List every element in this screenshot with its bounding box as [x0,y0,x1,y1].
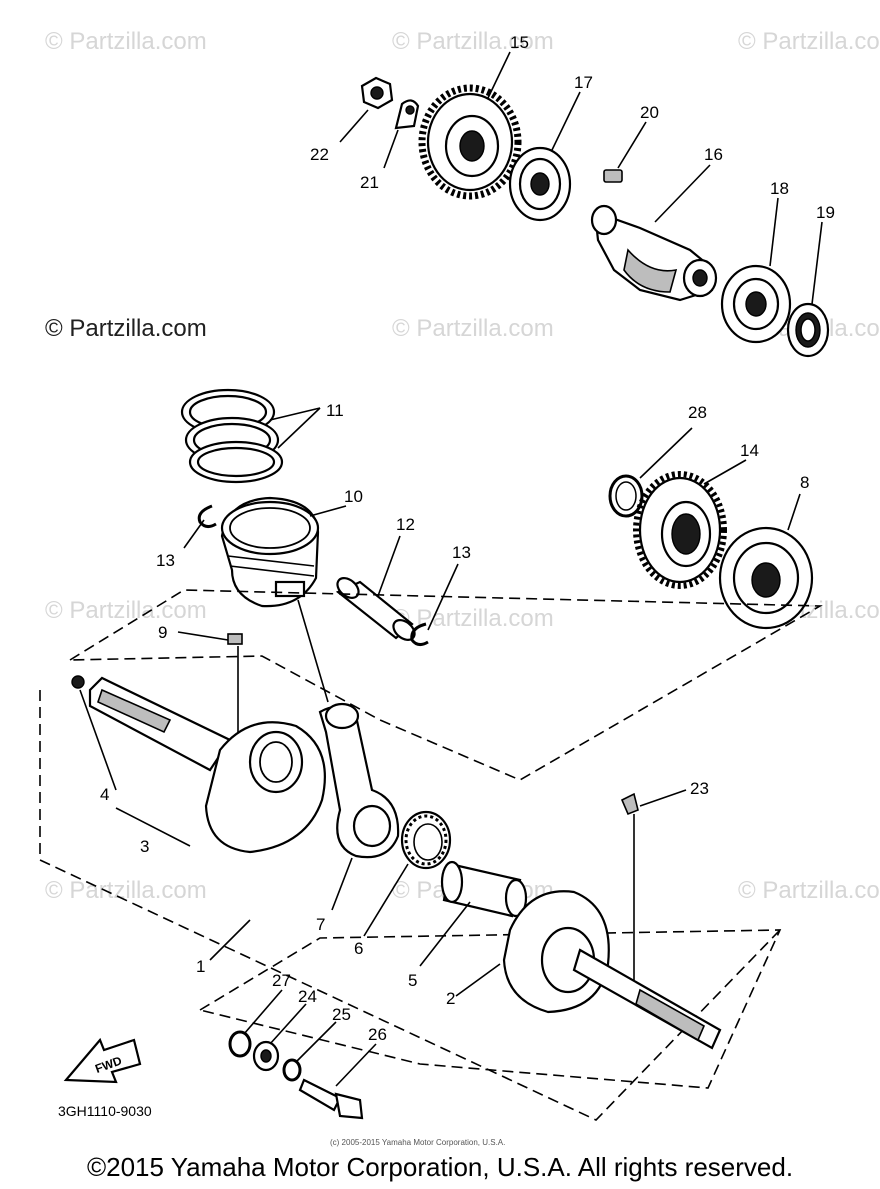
callout-22[interactable]: 22 [310,145,329,164]
part-20-key[interactable] [603,169,623,183]
callout-6[interactable]: 6 [354,939,363,958]
callout-26[interactable]: 26 [368,1025,387,1044]
part-22-nut[interactable] [360,76,394,110]
part-26-bolt[interactable] [298,1078,364,1120]
callout-19[interactable]: 19 [816,203,835,222]
part-3-crank-left[interactable] [88,676,326,854]
callout-25[interactable]: 25 [332,1005,351,1024]
callout-27[interactable]: 27 [272,971,291,990]
watermark: © Partzilla.com [392,28,554,55]
callout-11[interactable]: 11 [326,401,344,420]
part-13-clip[interactable] [410,622,429,647]
callout-9[interactable]: 9 [158,623,167,642]
part-27-o-ring[interactable] [228,1030,252,1058]
callout-10[interactable]: 10 [344,487,363,506]
callout-15[interactable]: 15 [510,33,529,52]
part-14-balancer-drive-gear[interactable] [633,471,727,589]
part-9-key[interactable] [227,633,243,645]
part-10-piston[interactable] [220,496,320,608]
callout-5[interactable]: 5 [408,971,417,990]
part-12-piston-pin[interactable] [334,574,419,644]
callout-3[interactable]: 3 [140,837,149,856]
callout-1[interactable]: 1 [196,957,205,976]
callout-20[interactable]: 20 [640,103,659,122]
callout-14[interactable]: 14 [740,441,759,460]
watermark: © Partzilla.com [45,597,207,624]
watermark: © Partzilla.com [738,877,880,904]
watermark: © Partzilla.com [45,315,207,342]
callout-13[interactable]: 13 [452,543,471,562]
part-4-plug[interactable] [71,675,85,689]
part-5-crank-pin[interactable] [440,860,528,918]
callout-24[interactable]: 24 [298,987,317,1006]
part-2-crank-right[interactable] [502,890,722,1050]
callout-2[interactable]: 2 [446,989,455,1008]
callout-28[interactable]: 28 [688,403,707,422]
part-25-washer[interactable] [282,1058,302,1082]
callout-4[interactable]: 4 [100,785,109,804]
part-16-balancer-shaft[interactable] [590,204,718,302]
callout-13[interactable]: 13 [156,551,175,570]
part-7-connecting-rod[interactable] [318,702,400,859]
part-18-bearing[interactable] [720,264,792,344]
part-19-oil-seal[interactable] [786,302,830,358]
part-13-clip[interactable] [197,504,217,529]
part-21-lock-washer[interactable] [394,99,420,130]
small-credit: (c) 2005-2015 Yamaha Motor Corporation, … [330,1138,506,1147]
copyright-notice: ©2015 Yamaha Motor Corporation, U.S.A. A… [86,1152,794,1182]
callout-21[interactable]: 21 [360,173,379,192]
callout-12[interactable]: 12 [396,515,415,534]
watermark: © Partzilla.com [45,28,207,55]
part-15-balancer-drive-gear[interactable] [418,84,522,200]
callout-8[interactable]: 8 [800,473,809,492]
part-28-circlip[interactable] [608,474,644,518]
part-6-bearing[interactable] [400,810,452,870]
part-17-bearing[interactable] [508,146,572,222]
watermark: © Partzilla.com [738,28,880,55]
part-23-key[interactable] [620,792,639,816]
part-11-piston-rings[interactable] [180,388,284,484]
part-8-bearing[interactable] [718,526,814,630]
part-24-washer[interactable] [252,1040,280,1072]
callout-18[interactable]: 18 [770,179,789,198]
fwd-arrow-icon: FWD [63,1037,142,1084]
watermark: © Partzilla.com [392,315,554,342]
callout-16[interactable]: 16 [704,145,723,164]
callout-23[interactable]: 23 [690,779,709,798]
diagram-code: 3GH1110-9030 [58,1103,152,1119]
callout-7[interactable]: 7 [316,915,325,934]
callout-17[interactable]: 17 [574,73,593,92]
